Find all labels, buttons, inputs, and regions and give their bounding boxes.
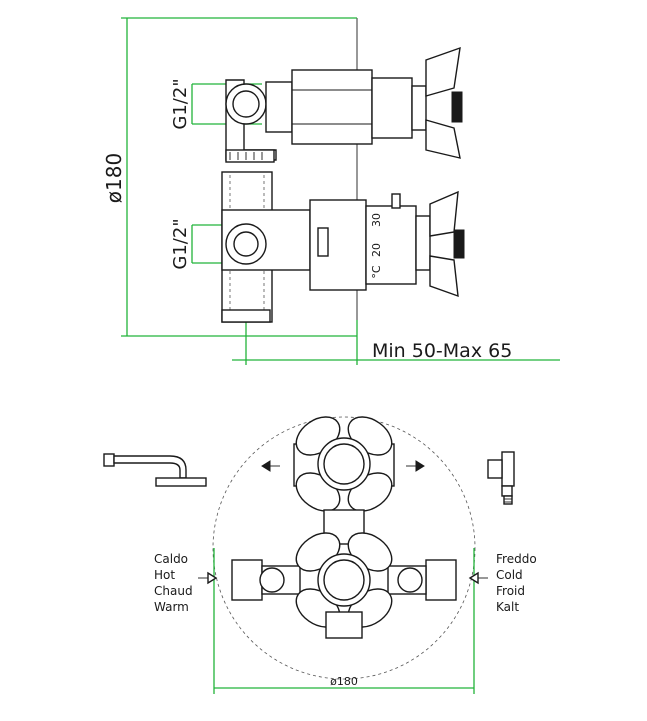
hot-label-it: Caldo bbox=[154, 552, 188, 566]
hot-inlet-labels: Caldo Hot Chaud Warm bbox=[154, 552, 193, 614]
front-view: ø180 bbox=[103, 416, 537, 694]
cold-inlet-arrow bbox=[468, 571, 488, 585]
thermo-scale-unit: °C bbox=[370, 265, 383, 279]
cold-inlet-labels: Freddo Cold Froid Kalt bbox=[496, 552, 537, 614]
thermo-scale-30: 30 bbox=[370, 213, 383, 227]
overall-height-dimension bbox=[121, 17, 357, 337]
diverter-handle bbox=[293, 416, 395, 512]
inlet-bottom-label: G1/2" bbox=[170, 218, 191, 269]
front-diameter-label: ø180 bbox=[330, 675, 358, 688]
hand-shower-outlet-icon bbox=[487, 451, 515, 505]
wall-plate-outline bbox=[212, 416, 476, 680]
cold-label-de: Kalt bbox=[496, 600, 519, 614]
front-diameter-dimension bbox=[213, 548, 475, 694]
diverter-valve-body bbox=[225, 46, 463, 163]
shower-head-icon bbox=[103, 453, 207, 487]
hot-label-fr: Chaud bbox=[154, 584, 193, 598]
diverter-arrows bbox=[261, 460, 425, 472]
thermo-scale-20: 20 bbox=[370, 243, 383, 257]
wall-depth-label: Min 50-Max 65 bbox=[372, 340, 512, 362]
hot-label-de: Warm bbox=[154, 600, 189, 614]
cold-label-fr: Froid bbox=[496, 584, 525, 598]
cold-label-it: Freddo bbox=[496, 552, 537, 566]
side-view: ø180 G1/2" G1/2" Min 50-Max 65 bbox=[102, 17, 560, 365]
overall-dimension-label: ø180 bbox=[102, 153, 126, 203]
cold-label-en: Cold bbox=[496, 568, 523, 582]
hot-label-en: Hot bbox=[154, 568, 175, 582]
thermostatic-valve-body bbox=[221, 171, 465, 323]
thermostat-handle bbox=[231, 532, 457, 639]
inlet-top-label: G1/2" bbox=[170, 78, 191, 129]
hot-inlet-arrow bbox=[198, 571, 218, 585]
